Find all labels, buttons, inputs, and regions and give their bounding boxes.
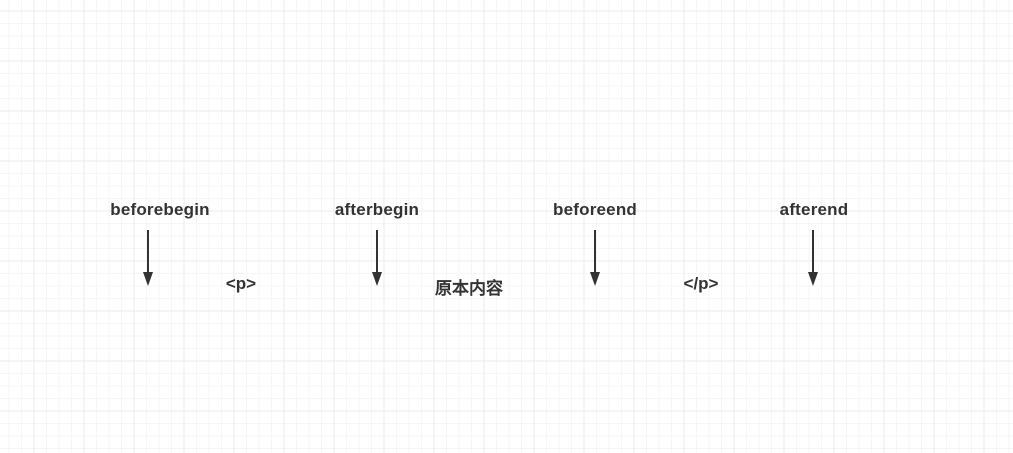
down-arrow-icon bbox=[143, 230, 153, 286]
down-arrow-icon bbox=[372, 230, 382, 286]
down-arrow-icon bbox=[808, 230, 818, 286]
original-content-text: 原本内容 bbox=[435, 279, 503, 298]
label-beforeend: beforeend bbox=[553, 200, 637, 219]
label-afterbegin: afterbegin bbox=[334, 200, 420, 219]
label-afterend: afterend bbox=[779, 200, 849, 219]
close-p-tag-text: </p> bbox=[683, 274, 719, 293]
open-p-tag-text: <p> bbox=[225, 274, 257, 293]
label-beforebegin: beforebegin bbox=[110, 200, 210, 219]
down-arrow-icon bbox=[590, 230, 600, 286]
